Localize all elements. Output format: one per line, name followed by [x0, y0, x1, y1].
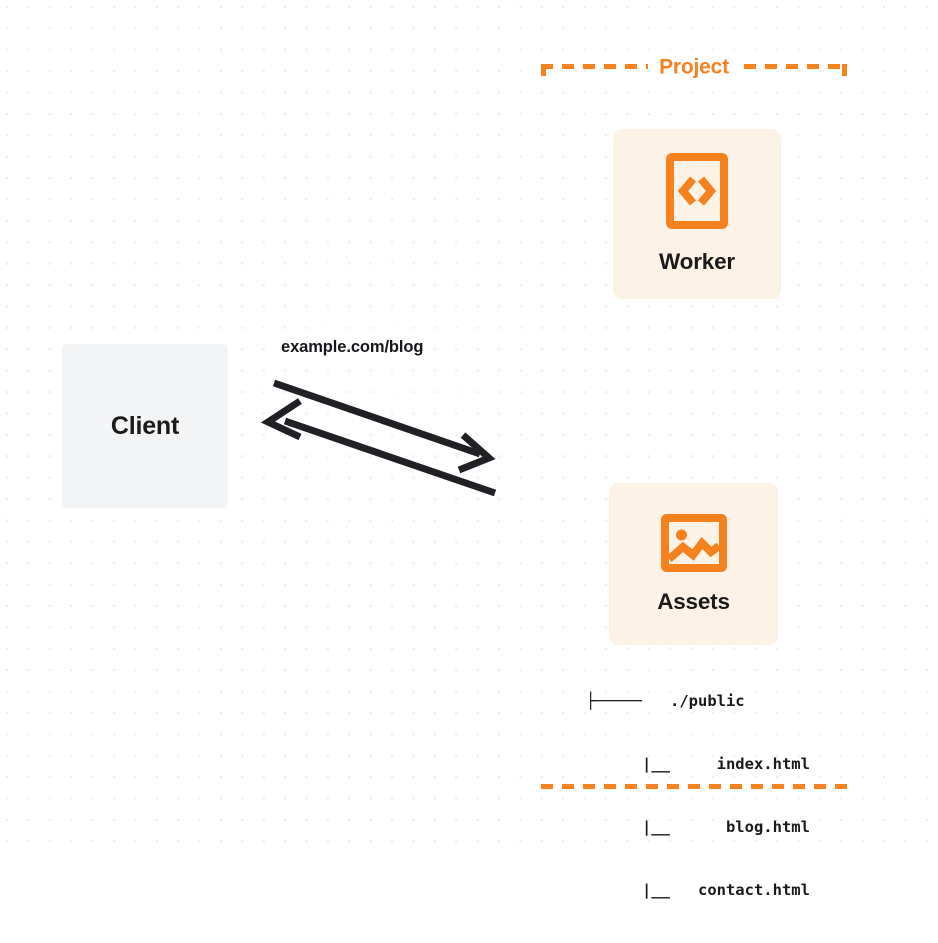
worker-card-label: Worker [659, 249, 735, 274]
worker-card[interactable]: Worker [613, 129, 781, 299]
client-node-label: Client [110, 411, 180, 440]
project-border-top-right [744, 64, 847, 69]
project-border-top-left [541, 64, 648, 69]
project-border-bottom [541, 784, 847, 789]
diagram-canvas: Client example.com/blog Project [0, 0, 938, 899]
code-brackets-icon [666, 153, 728, 229]
project-title: Project [652, 56, 736, 77]
assets-card-label: Assets [657, 588, 730, 614]
file-tree-row: |__ index.html [586, 755, 810, 773]
image-icon [660, 513, 727, 572]
file-tree-row: |__ blog.html [586, 818, 810, 836]
project-group: Project Worker Assets [541, 56, 847, 899]
client-node[interactable]: Client [62, 344, 228, 508]
file-tree-row: |__ contact.html [586, 881, 810, 899]
connector-label: example.com/blog [281, 338, 424, 356]
request-arrow [272, 379, 496, 474]
file-tree-row: ├───── ./public [586, 692, 745, 710]
assets-file-tree: ├───── ./public |__ index.html |__ blog.… [586, 649, 836, 943]
project-border-left [541, 64, 546, 789]
project-border-right [842, 64, 847, 789]
response-arrow [260, 398, 497, 497]
assets-card[interactable]: Assets [609, 483, 778, 645]
